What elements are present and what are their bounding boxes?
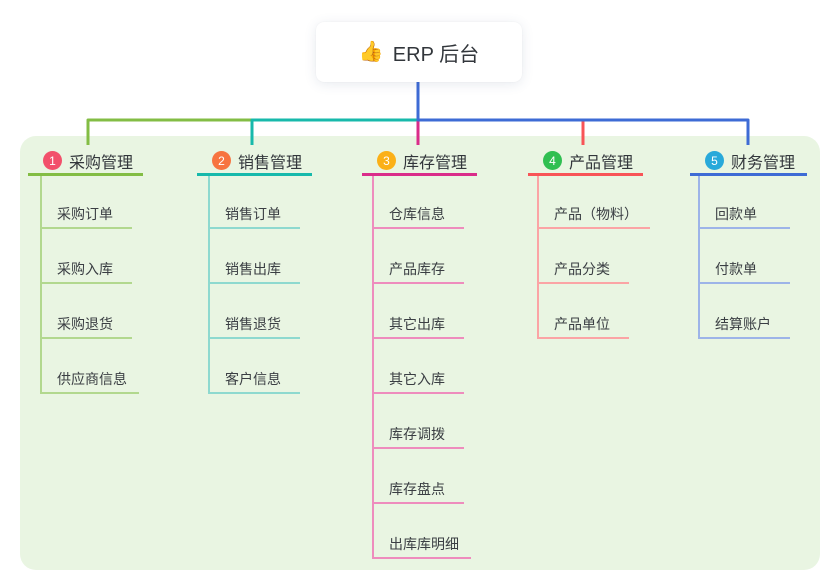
node-item[interactable]: 供应商信息 [40,368,139,394]
node-item[interactable]: 产品（物料） [537,203,650,229]
node-item[interactable]: 出库库明细 [372,533,471,559]
node-item[interactable]: 采购入库 [40,258,132,284]
branch-items-connector [208,176,210,394]
branch-label: 财务管理 [731,154,796,172]
branch-items-connector [40,176,42,394]
node-item[interactable]: 仓库信息 [372,203,464,229]
branch-items-connector [698,176,700,339]
node-item[interactable]: 结算账户 [698,313,790,339]
branch-number-badge: 4 [543,151,562,170]
node-item[interactable]: 销售退货 [208,313,300,339]
branches-panel [20,136,820,570]
branch-number-badge: 3 [377,151,396,170]
node-item[interactable]: 其它出库 [372,313,464,339]
branch-items-connector [537,176,539,339]
node-item[interactable]: 其它入库 [372,368,464,394]
branch-number-badge: 5 [705,151,724,170]
node-item[interactable]: 采购订单 [40,203,132,229]
branch-node-2[interactable]: 2 销售管理 [197,148,312,176]
root-node[interactable]: 👍 ERP 后台 [316,22,522,82]
node-item[interactable]: 库存盘点 [372,478,464,504]
branch-number-badge: 2 [212,151,231,170]
node-item[interactable]: 付款单 [698,258,790,284]
branch-node-1[interactable]: 1 采购管理 [28,148,143,176]
root-label: ERP 后台 [392,43,480,66]
node-item[interactable]: 产品单位 [537,313,629,339]
node-item[interactable]: 采购退货 [40,313,132,339]
node-item[interactable]: 销售出库 [208,258,300,284]
node-item[interactable]: 回款单 [698,203,790,229]
node-item[interactable]: 产品分类 [537,258,629,284]
branch-label: 产品管理 [569,154,634,172]
branch-items-connector [372,176,374,559]
branch-node-4[interactable]: 4 产品管理 [528,148,643,176]
branch-node-5[interactable]: 5 财务管理 [690,148,807,176]
node-item[interactable]: 产品库存 [372,258,464,284]
branch-label: 采购管理 [69,154,134,172]
node-item[interactable]: 销售订单 [208,203,300,229]
thumbs-up-icon: 👍 [358,41,384,63]
branch-number-badge: 1 [43,151,62,170]
node-item[interactable]: 库存调拨 [372,423,464,449]
branch-node-3[interactable]: 3 库存管理 [362,148,477,176]
branch-label: 销售管理 [238,154,303,172]
branch-label: 库存管理 [403,154,468,172]
node-item[interactable]: 客户信息 [208,368,300,394]
